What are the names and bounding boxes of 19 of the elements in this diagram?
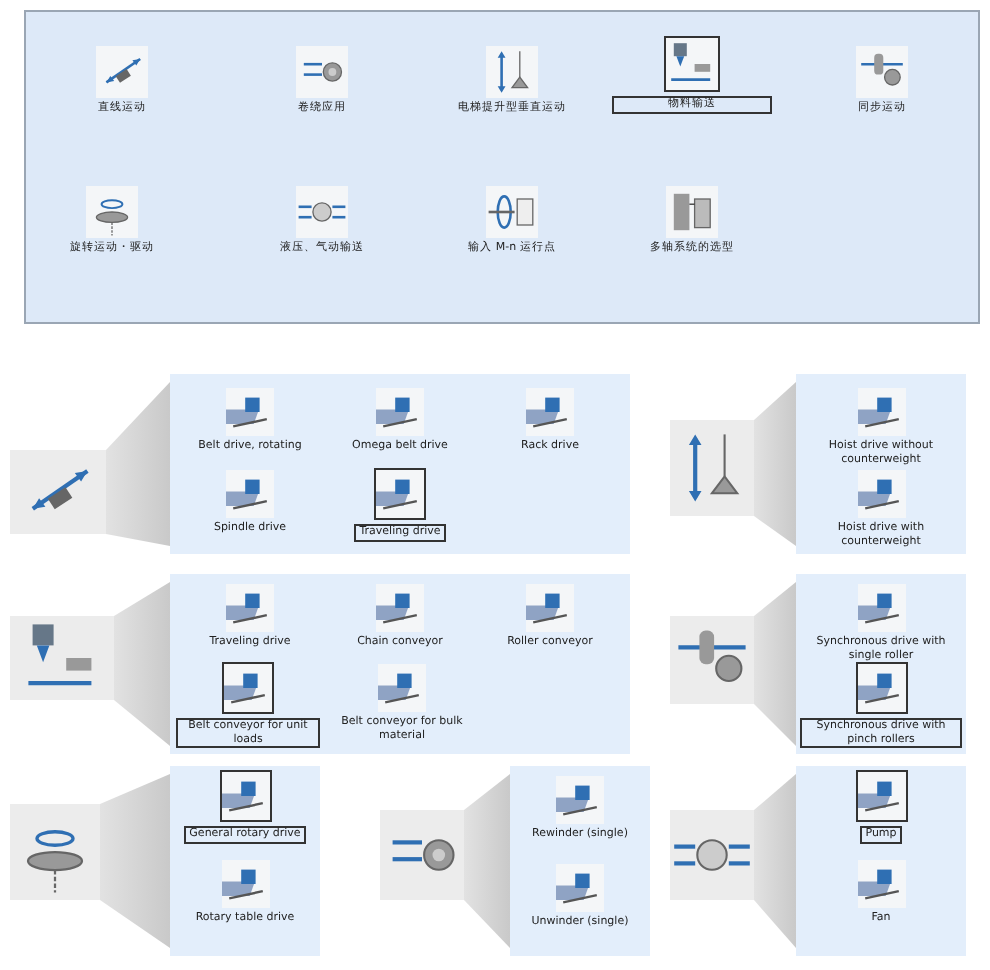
options-panel xyxy=(796,574,966,754)
conveyor-icon xyxy=(10,616,114,700)
funnel-connector xyxy=(464,774,510,948)
options-panel xyxy=(170,574,630,754)
options-panel xyxy=(24,10,980,324)
funnel-connector xyxy=(114,582,170,746)
options-panel xyxy=(796,766,966,956)
funnel-connector xyxy=(100,774,170,948)
roll-icon xyxy=(380,810,464,900)
options-panel xyxy=(510,766,650,956)
options-panel xyxy=(170,766,320,956)
options-panel xyxy=(796,374,966,554)
funnel-connector xyxy=(754,582,796,746)
roller-icon xyxy=(670,616,754,704)
funnel-connector xyxy=(754,382,796,546)
funnel-connector xyxy=(106,382,170,546)
options-panel xyxy=(170,374,630,554)
funnel-connector xyxy=(754,774,796,948)
pump-icon xyxy=(670,810,754,900)
